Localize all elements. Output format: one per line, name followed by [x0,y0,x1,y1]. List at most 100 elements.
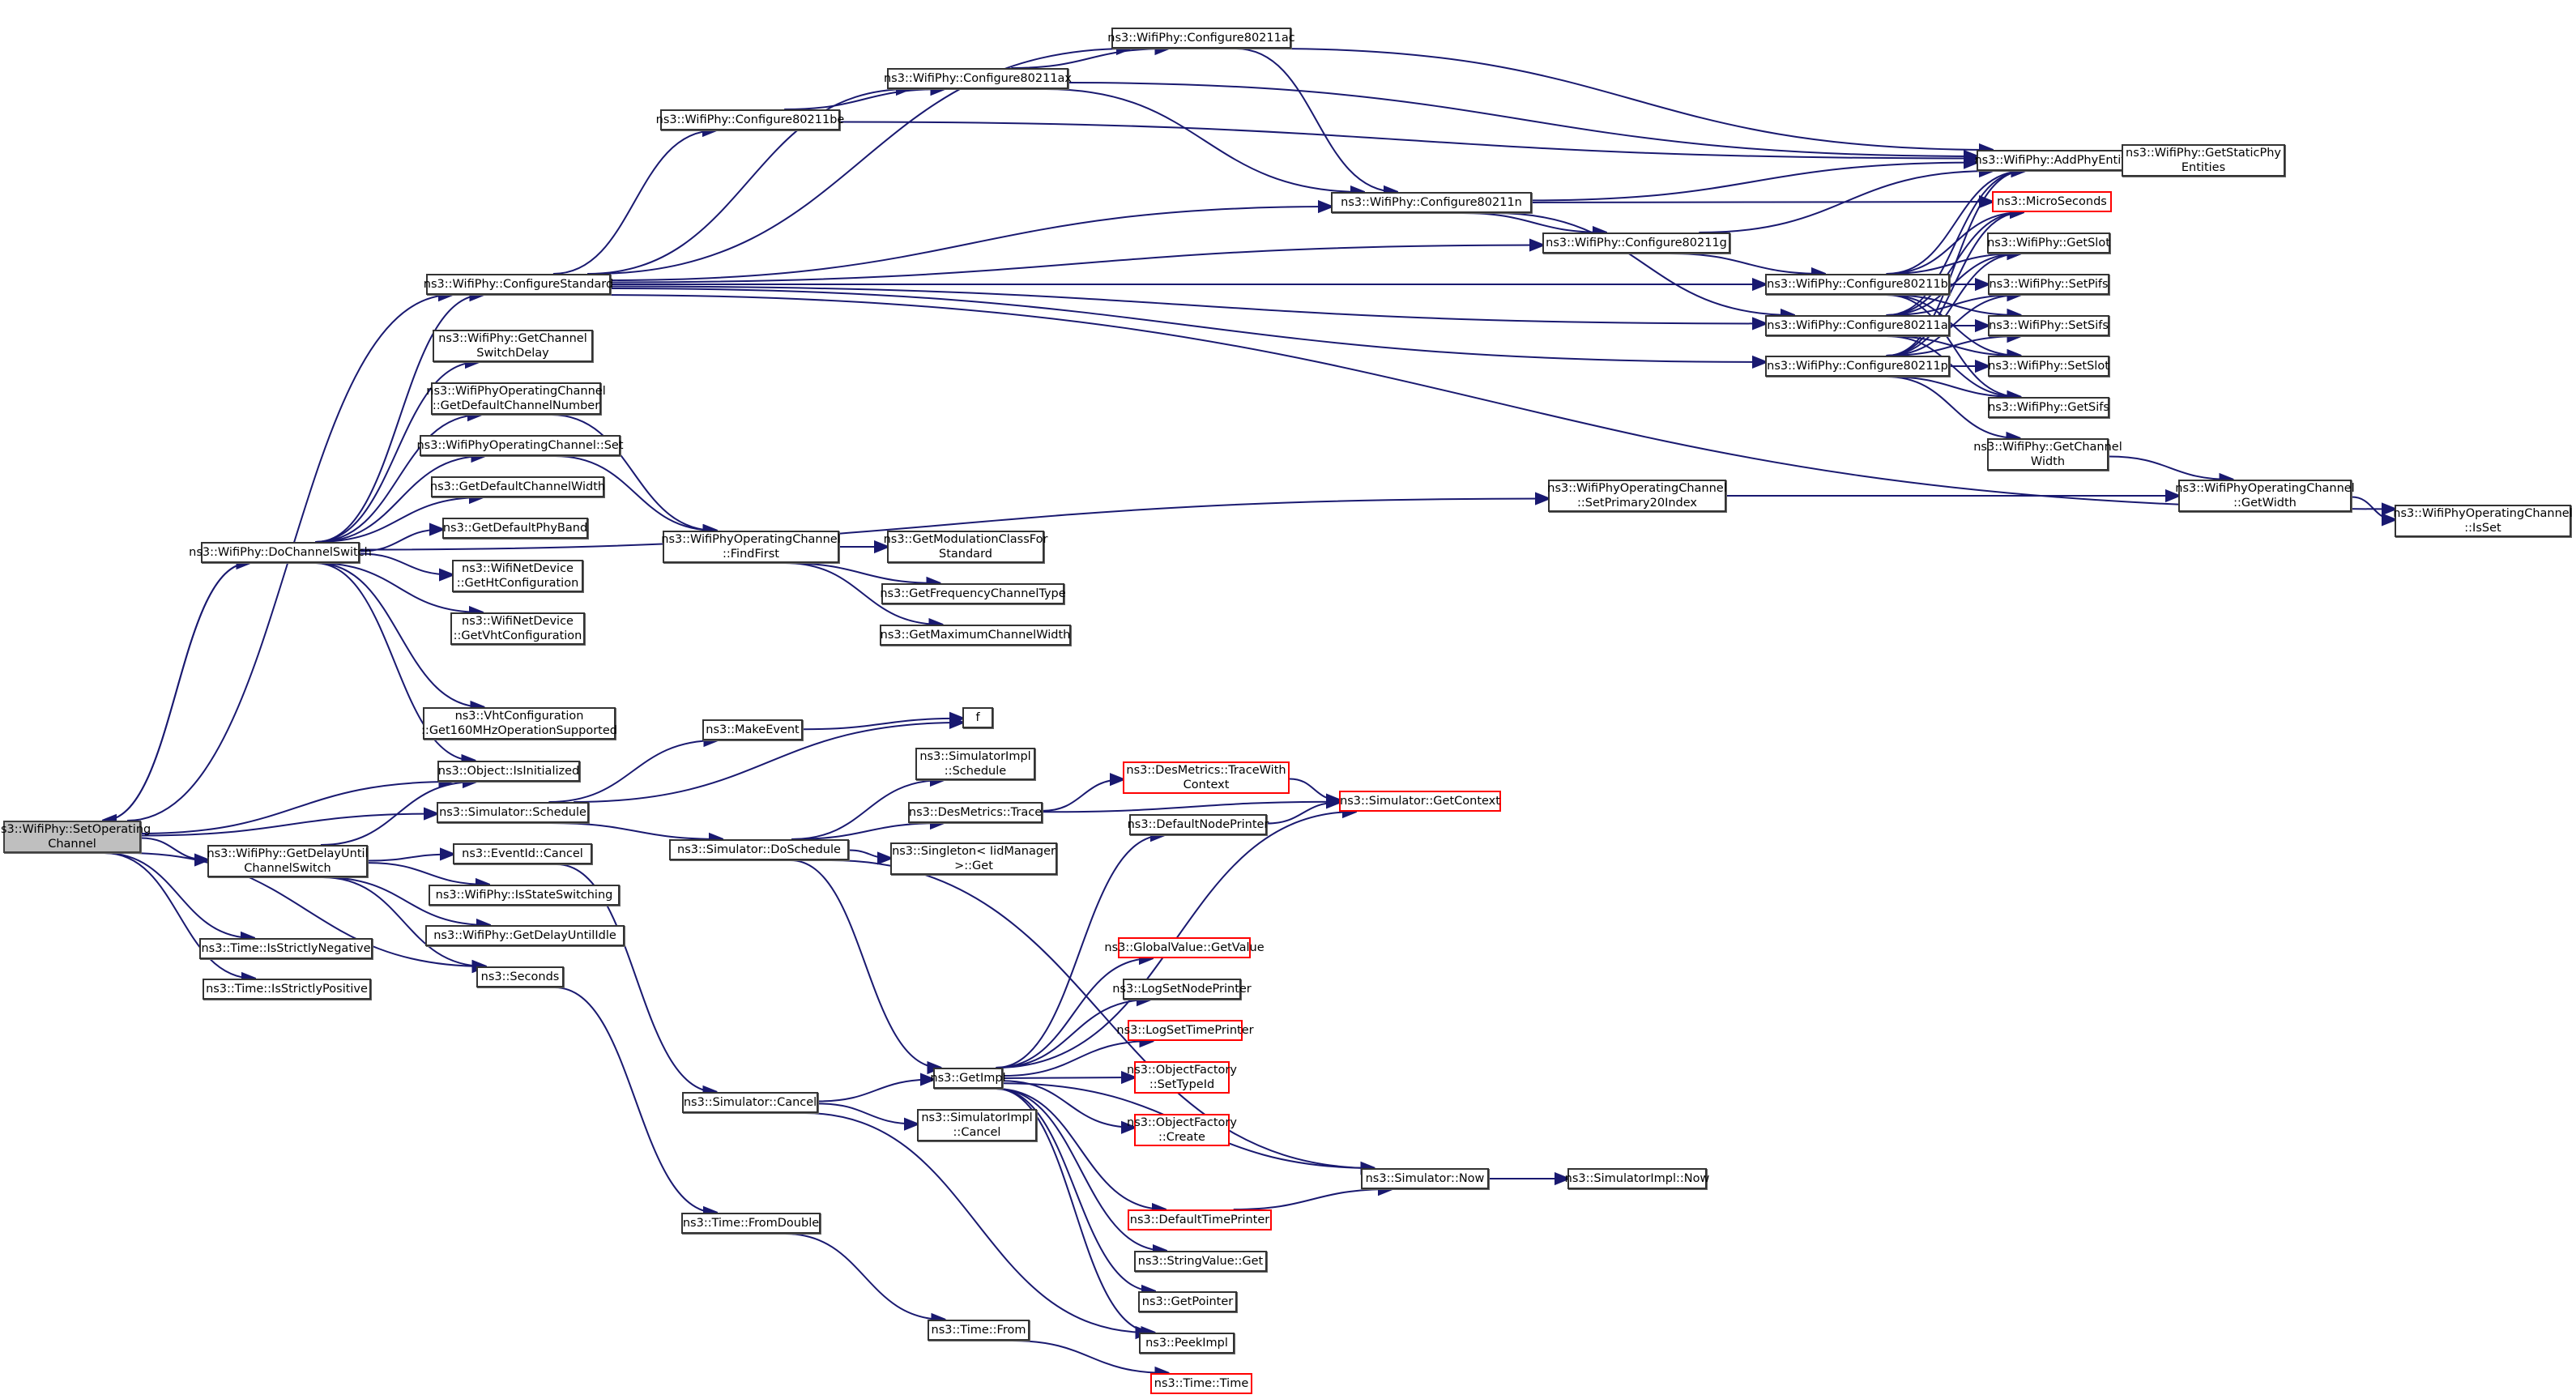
graph-node-simimplsched[interactable]: ns3::SimulatorImpl ::Schedule [915,748,1035,780]
graph-node-getctx[interactable]: ns3::Simulator::GetContext [1339,791,1501,812]
call-edge-cfgg-to-cfgb [1669,253,1824,274]
call-edge-setop-to-getdelay [140,837,207,860]
graph-node-setpifs[interactable]: ns3::WifiPhy::SetPifs [1988,274,2109,295]
graph-node-getdefchw[interactable]: ns3::GetDefaultChannelWidth [430,476,605,497]
call-edge-dochsw-to-getht [359,552,452,574]
graph-node-cfgbe[interactable]: ns3::WifiPhy::Configure80211be [656,109,844,130]
graph-node-f[interactable]: f [962,707,993,728]
graph-node-isinit[interactable]: ns3::Object::IsInitialized [437,761,580,782]
graph-node-isneg[interactable]: ns3::Time::IsStrictlyNegative [199,938,373,959]
graph-node-destrace[interactable]: ns3::DesMetrics::Trace [908,802,1043,823]
graph-node-singleton[interactable]: ns3::Singleton< IidManager >::Get [890,842,1057,875]
graph-node-findfirst[interactable]: ns3::WifiPhyOperatingChannel ::FindFirst [661,531,841,563]
graph-node-getdelay[interactable]: ns3::WifiPhy::GetDelayUntil ChannelSwitc… [207,845,369,877]
graph-node-cfga[interactable]: ns3::WifiPhy::Configure80211a [1765,315,1950,336]
graph-node-defnodeprinter[interactable]: ns3::DefaultNodePrinter [1128,814,1269,835]
graph-node-getslot[interactable]: ns3::WifiPhy::GetSlot [1987,232,2110,254]
graph-node-isstsw[interactable]: ns3::WifiPhy::IsStateSwitching [429,885,620,906]
graph-node-cfgn[interactable]: ns3::WifiPhy::Configure80211n [1331,192,1532,213]
call-edge-defnodeprinter-to-getctx [1266,802,1339,825]
graph-node-getdelayidle[interactable]: ns3::WifiPhy::GetDelayUntilIdle [425,925,625,946]
call-edge-sched-to-makeevent [548,740,716,803]
call-edge-getimpl-to-ofsettype [1002,1077,1134,1078]
graph-node-makeevent[interactable]: ns3::MakeEvent [702,719,803,740]
graph-node-cfgb[interactable]: ns3::WifiPhy::Configure80211b [1765,274,1950,295]
graph-node-addphy[interactable]: ns3::WifiPhy::AddPhyEntity [1974,150,2133,171]
call-edge-dochsw-to-getvht [315,562,482,612]
call-edge-cfgbe-to-addphy [839,121,1977,159]
call-edge-cfga-to-addphy [1887,171,2024,316]
graph-node-cfgstd[interactable]: ns3::WifiPhy::ConfigureStandard [424,274,613,295]
call-edge-setop-to-sched [140,814,437,837]
graph-node-getht[interactable]: ns3::WifiNetDevice ::GetHtConfiguration [452,560,583,592]
call-edge-setop-to-isneg [104,852,254,938]
call-edge-getimpl-to-logsetnode [996,1000,1149,1068]
call-edge-dochsw-to-opset [316,456,484,543]
call-edge-dosched-to-destrace [791,823,943,840]
graph-node-getchsw[interactable]: ns3::WifiPhy::GetChannel SwitchDelay [433,330,593,362]
graph-node-setsifs[interactable]: ns3::WifiPhy::SetSifs [1988,315,2109,336]
graph-node-ispos[interactable]: ns3::Time::IsStrictlyPositive [203,979,371,1000]
graph-node-setp20[interactable]: ns3::WifiPhyOperatingChannel ::SetPrimar… [1547,480,1727,512]
call-edge-cfgbe-to-cfgax [784,89,944,110]
call-edge-cfgstd-to-cfgbe [552,130,715,275]
graph-node-getmodcls[interactable]: ns3::GetModulationClassFor Standard [884,531,1047,563]
graph-node-cfgax[interactable]: ns3::WifiPhy::Configure80211ax [884,68,1072,89]
graph-node-strget[interactable]: ns3::StringValue::Get [1134,1251,1267,1272]
call-edge-cfgstd-to-cfgax [587,89,909,275]
graph-node-ofsettype[interactable]: ns3::ObjectFactory ::SetTypeId [1127,1061,1237,1094]
call-edge-cfgstd-to-isset [592,294,2395,509]
graph-node-tracectx[interactable]: ns3::DesMetrics::TraceWith Context [1123,761,1290,794]
graph-node-getsifs[interactable]: ns3::WifiPhy::GetSifs [1988,397,2109,418]
call-edge-cfgb-to-getslot [1886,254,2019,275]
graph-node-getdefchnum[interactable]: ns3::WifiPhyOperatingChannel ::GetDefaul… [426,382,606,415]
graph-node-getvht[interactable]: ns3::WifiNetDevice ::GetVhtConfiguration [450,612,585,645]
call-edge-cfgp-to-setpifs [1886,295,2019,356]
graph-node-getchw[interactable]: ns3::WifiPhy::GetChannel Width [1973,438,2122,471]
graph-node-seconds[interactable]: ns3::Seconds [476,966,564,987]
graph-node-timefrom[interactable]: ns3::Time::From [928,1320,1030,1341]
graph-node-getptr[interactable]: ns3::GetPointer [1138,1291,1237,1312]
graph-node-fromdouble[interactable]: ns3::Time::FromDouble [681,1213,821,1234]
graph-node-timetime[interactable]: ns3::Time::Time [1150,1373,1252,1394]
graph-node-cfgp[interactable]: ns3::WifiPhy::Configure80211p [1765,356,1950,377]
graph-node-cfgg[interactable]: ns3::WifiPhy::Configure80211g [1542,232,1730,254]
graph-node-deftimeprinter[interactable]: ns3::DefaultTimePrinter [1128,1209,1272,1231]
call-edge-cfgac-to-addphy [1273,48,1992,150]
graph-node-dosched[interactable]: ns3::Simulator::DoSchedule [669,839,849,860]
graph-node-ofcreate[interactable]: ns3::ObjectFactory ::Create [1127,1114,1237,1146]
call-edge-cfgax-to-addphy [1068,82,1977,156]
graph-node-micro[interactable]: ns3::MicroSeconds [1992,191,2112,212]
graph-node-getmaxchw[interactable]: ns3::GetMaximumChannelWidth [880,625,1071,646]
graph-node-sched[interactable]: ns3::Simulator::Schedule [437,802,589,823]
graph-node-getdefband[interactable]: ns3::GetDefaultPhyBand [442,518,588,539]
graph-node-peekimpl[interactable]: ns3::PeekImpl [1139,1333,1235,1354]
call-edge-opset-to-findfirst [554,455,717,531]
graph-node-logsetnode[interactable]: ns3::LogSetNodePrinter [1112,979,1252,1000]
graph-node-simimplcancel[interactable]: ns3::SimulatorImpl ::Cancel [917,1109,1037,1141]
graph-node-opset[interactable]: ns3::WifiPhyOperatingChannel::Set [416,435,624,456]
graph-node-vht160[interactable]: ns3::VhtConfiguration ::Get160MHzOperati… [421,707,617,740]
call-edge-getimpl-to-defnodeprinter [996,835,1163,1068]
graph-node-cfgac[interactable]: ns3::WifiPhy::Configure80211ac [1107,28,1295,49]
graph-node-getimpl[interactable]: ns3::GetImpl [930,1068,1006,1089]
graph-node-setslot[interactable]: ns3::WifiPhy::SetSlot [1988,356,2109,377]
graph-node-logsettime[interactable]: ns3::LogSetTimePrinter [1116,1020,1254,1041]
graph-node-staticphy[interactable]: ns3::WifiPhy::GetStaticPhy Entities [2122,144,2285,177]
graph-node-getfreqtype[interactable]: ns3::GetFrequencyChannelType [880,583,1066,604]
call-edge-simcancel-to-peekimpl [804,1112,1149,1333]
call-edge-dochsw-to-getchsw [315,362,478,543]
graph-node-simcancel[interactable]: ns3::Simulator::Cancel [682,1092,818,1113]
call-edge-cfgp-to-getchw [1886,376,2019,438]
call-edge-cfgn-to-micro [1531,202,1992,203]
graph-node-isset[interactable]: ns3::WifiPhyOperatingChannel ::IsSet [2393,505,2573,537]
call-edge-dochsw-to-cfgstd [316,295,483,543]
graph-node-simnow[interactable]: ns3::Simulator::Now [1361,1168,1489,1189]
graph-node-globalval[interactable]: ns3::GlobalValue::GetValue [1104,937,1265,958]
graph-node-dochsw[interactable]: ns3::WifiPhy::DoChannelSwitch [189,542,372,563]
call-edge-cfgp-to-setsifs [1886,336,2019,356]
graph-node-evcancel[interactable]: ns3::EventId::Cancel [453,843,592,864]
graph-node-getwidth[interactable]: ns3::WifiPhyOperatingChannel ::GetWidth [2175,480,2355,512]
graph-node-simimplnow[interactable]: ns3::SimulatorImpl::Now [1565,1168,1709,1189]
